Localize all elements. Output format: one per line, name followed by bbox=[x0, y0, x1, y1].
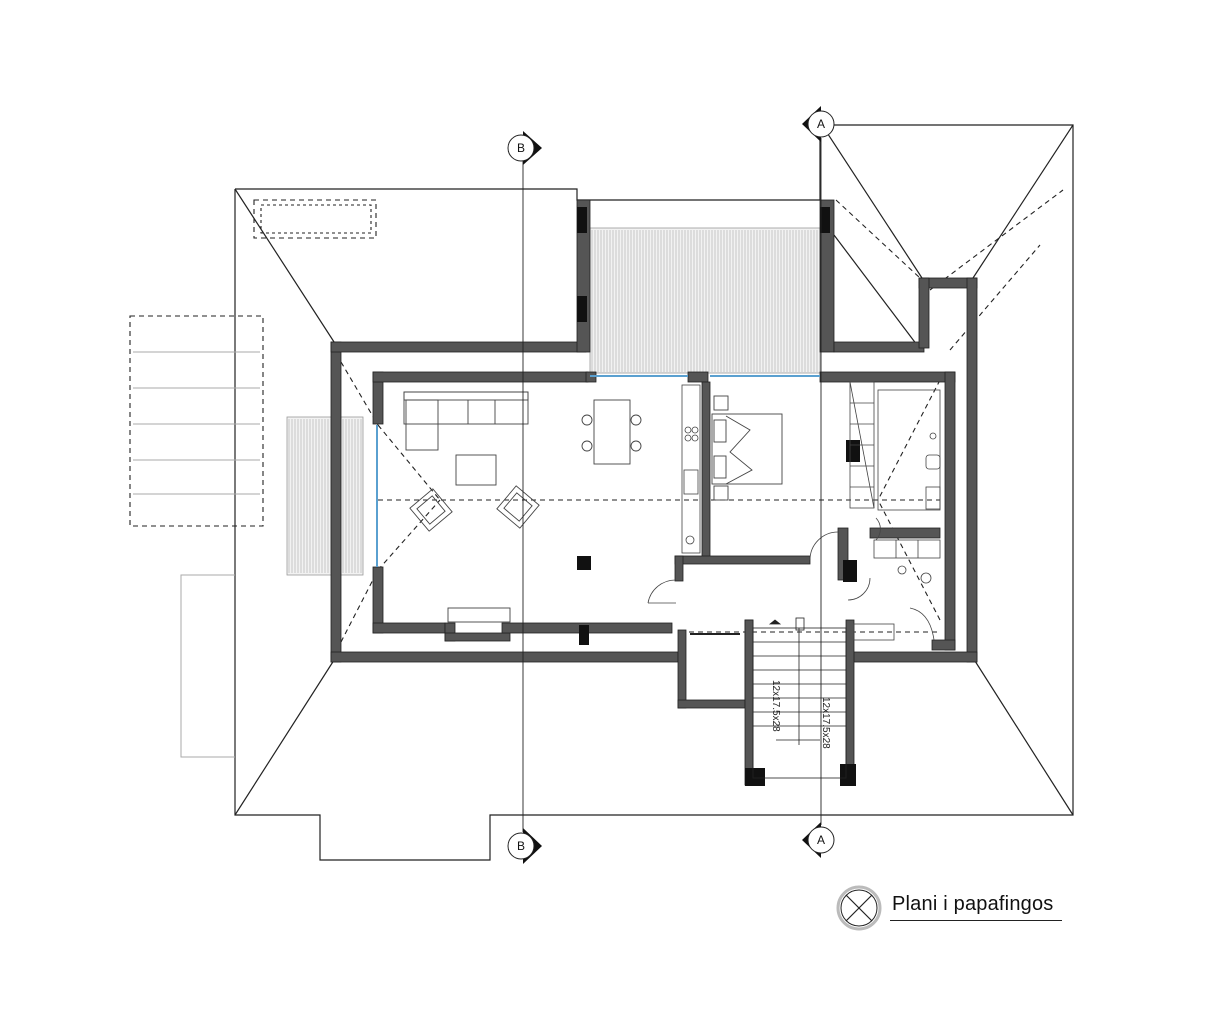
drawing-title: Plani i papafingos bbox=[892, 893, 1054, 915]
kitchen-counter bbox=[681, 384, 701, 554]
bathroom-fixtures bbox=[853, 389, 941, 641]
armchairs bbox=[409, 485, 540, 532]
tv-unit bbox=[447, 607, 511, 623]
section-lines bbox=[522, 138, 822, 832]
section-marker-b-top: B bbox=[507, 131, 542, 165]
stair-treads bbox=[690, 617, 847, 779]
bed bbox=[711, 395, 783, 501]
annex-outline bbox=[180, 574, 235, 758]
stair-label-2: 12x17.5x28 bbox=[820, 697, 831, 749]
dining-table bbox=[581, 399, 642, 465]
glazing bbox=[376, 375, 820, 567]
section-label-b-top: B bbox=[517, 141, 525, 155]
inner-walls bbox=[372, 371, 956, 786]
section-label-a-bottom: A bbox=[817, 833, 825, 847]
sofa bbox=[403, 391, 529, 486]
title-symbol bbox=[836, 885, 882, 931]
title-underline bbox=[890, 920, 1062, 921]
section-label-b-bottom: B bbox=[517, 839, 525, 853]
section-marker-a-bottom: A bbox=[802, 822, 835, 858]
section-label-a-top: A bbox=[817, 117, 825, 131]
wardrobe bbox=[849, 381, 941, 559]
doors bbox=[647, 517, 881, 604]
annex-grid bbox=[133, 351, 260, 495]
stair-label-1: 12x17.5x28 bbox=[770, 680, 781, 732]
terrace-hatch bbox=[286, 227, 821, 576]
dashed-projections bbox=[129, 189, 1064, 643]
section-marker-a-top: A bbox=[802, 106, 835, 142]
section-marker-b-bottom: B bbox=[507, 828, 542, 864]
outer-walls bbox=[330, 199, 978, 663]
columns bbox=[577, 207, 860, 786]
